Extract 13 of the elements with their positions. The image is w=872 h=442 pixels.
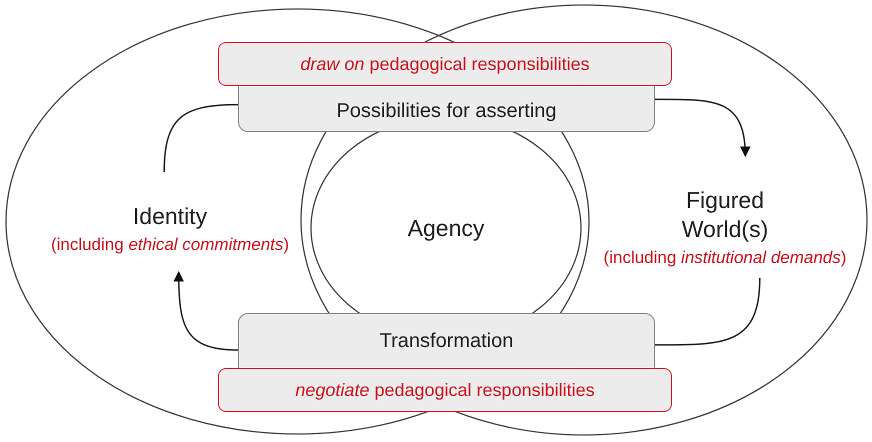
process-box: Possibilities for asserting xyxy=(238,84,655,132)
process-box: Transformation xyxy=(238,313,655,370)
concept-title: Agency xyxy=(408,214,484,242)
responsibility-box: negotiate pedagogical responsibilities xyxy=(218,368,672,412)
curved-arrow xyxy=(655,98,750,158)
concept-title: Identity xyxy=(132,202,208,231)
curved-line xyxy=(655,278,761,346)
responsibility-box: draw on pedagogical responsibilities xyxy=(218,42,672,86)
curved-line xyxy=(163,104,238,172)
concept-title: Figured World(s) xyxy=(680,186,770,244)
concept-note: (including institutional demands) xyxy=(604,248,846,268)
concept-note: (including ethical commitments) xyxy=(50,234,290,255)
curved-arrow xyxy=(174,270,238,351)
